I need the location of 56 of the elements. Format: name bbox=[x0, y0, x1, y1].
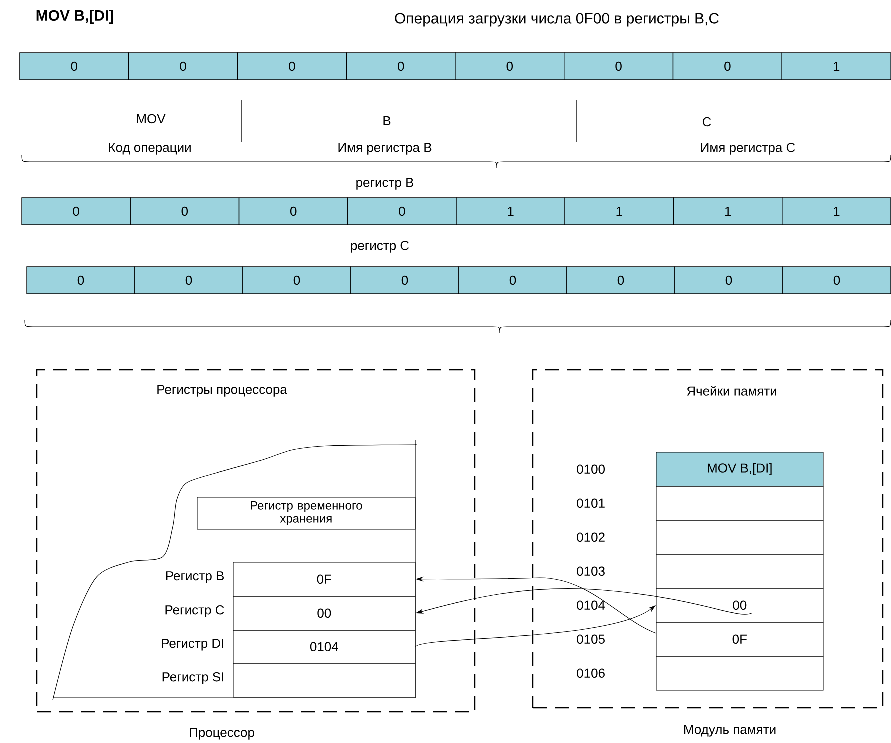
field-label: Имя регистра C bbox=[701, 143, 796, 155]
field-label: MOV bbox=[137, 114, 166, 124]
field-label: C bbox=[702, 117, 712, 127]
bit-cell: 0 bbox=[238, 198, 348, 226]
field-label: Имя регистра B bbox=[338, 143, 432, 155]
row-label: регистр C bbox=[351, 241, 410, 253]
bit-cell: 0 bbox=[782, 266, 891, 294]
register-label: Регистр DI bbox=[162, 639, 224, 651]
bit-cell: 1 bbox=[673, 198, 783, 226]
bit-cell: 0 bbox=[134, 266, 244, 294]
bit-cell: 0 bbox=[242, 266, 352, 294]
register-box: Регистр временного хранения bbox=[197, 497, 416, 530]
address-label: 0102 bbox=[577, 532, 605, 542]
register-cell: 00 bbox=[233, 596, 416, 631]
register-label: Регистр C bbox=[166, 606, 224, 618]
frame-caption: Модуль памяти bbox=[684, 725, 776, 737]
frame-heading: Ячейки памяти bbox=[687, 386, 776, 396]
frame-heading: Регистры процессора bbox=[158, 385, 288, 397]
bit-cell: 0 bbox=[674, 266, 784, 294]
bit-cell: 0 bbox=[348, 198, 457, 226]
register-label: Регистр B bbox=[166, 572, 224, 584]
bit-cell: 1 bbox=[456, 198, 566, 226]
row-label: регистр B bbox=[356, 178, 414, 190]
register-label: Регистр SI bbox=[162, 672, 224, 684]
title-text: MOV B,[DI] bbox=[36, 10, 114, 24]
address-label: 0101 bbox=[577, 498, 605, 508]
address-label: 0106 bbox=[577, 668, 605, 678]
bit-cell: 0 bbox=[455, 52, 565, 80]
bit-cell: 0 bbox=[458, 266, 568, 294]
title-text: Операция загрузки числа 0F00 в регистры B,C bbox=[395, 13, 719, 27]
bit-cell: 0 bbox=[128, 52, 238, 80]
memory-cell: MOV B,[DI] bbox=[656, 452, 824, 487]
field-label: B bbox=[384, 116, 391, 126]
bit-cell: 1 bbox=[564, 198, 674, 226]
memory-cell: 00 bbox=[656, 588, 824, 623]
bit-cell: 0 bbox=[237, 52, 347, 80]
bit-cell: 0 bbox=[26, 266, 136, 294]
memory-cell: 0F bbox=[656, 622, 824, 657]
address-label: 0100 bbox=[577, 464, 605, 474]
register-cell: 0F bbox=[233, 562, 416, 597]
bit-cell: 0 bbox=[566, 266, 676, 294]
register-cell: 0104 bbox=[233, 630, 416, 664]
field-label: Код операции bbox=[109, 143, 191, 155]
address-label: 0105 bbox=[577, 634, 605, 644]
address-label: 0104 bbox=[577, 600, 606, 610]
bit-cell: 0 bbox=[22, 198, 131, 226]
bit-cell: 0 bbox=[346, 52, 456, 80]
bit-cell: 1 bbox=[782, 198, 891, 226]
bit-cell: 0 bbox=[672, 52, 782, 80]
address-label: 0103 bbox=[577, 566, 605, 576]
bit-cell: 0 bbox=[350, 266, 460, 294]
bit-cell: 1 bbox=[782, 52, 891, 80]
bit-cell: 0 bbox=[130, 198, 240, 226]
bit-cell: 0 bbox=[564, 52, 674, 80]
bit-cell: 0 bbox=[20, 52, 130, 80]
frame-caption: Процессор bbox=[190, 728, 254, 740]
